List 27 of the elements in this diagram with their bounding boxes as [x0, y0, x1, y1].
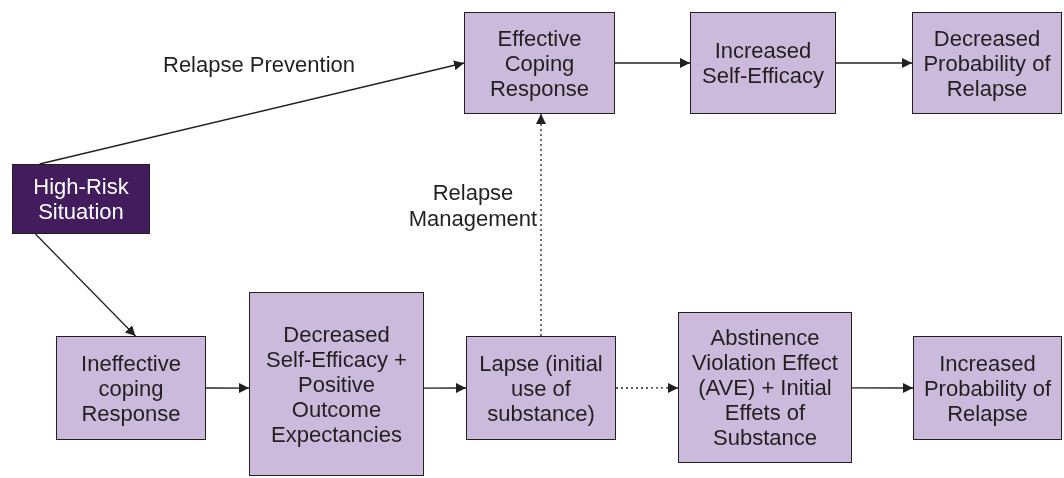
arrow	[38, 60, 465, 165]
process-box	[466, 336, 616, 440]
box-text: Effective Coping Response	[488, 25, 591, 101]
process-box	[678, 312, 852, 463]
arrow	[614, 58, 691, 68]
arrow	[205, 383, 250, 394]
process-box	[464, 12, 615, 114]
process-box	[690, 12, 836, 114]
box-text: Ineffective coping Response	[80, 350, 182, 426]
process-box	[913, 336, 1062, 440]
process-box	[912, 12, 1062, 114]
arrow	[615, 382, 679, 393]
box-text: High-Risk Situation	[32, 174, 130, 224]
process-box	[12, 164, 150, 234]
box-text: Decreased Self-Efficacy + Positive Outcome Expectancies	[266, 321, 407, 447]
box-text: Decreased Probability of Relapse	[922, 25, 1052, 101]
process-box	[56, 336, 206, 440]
arrow	[851, 383, 914, 393]
box-text: Increased Probability of Relapse	[922, 350, 1053, 426]
process-box	[249, 292, 424, 476]
box-text: Increased Self-Efficacy	[701, 38, 825, 88]
arrow	[34, 233, 137, 337]
box-text: Abstinence Violation Effect (AVE) + Initial Effets of Substance	[691, 325, 839, 450]
arrow	[536, 113, 546, 337]
arrow	[423, 383, 467, 393]
box-text: Lapse (initial use of substance)	[478, 350, 604, 426]
arrow	[835, 58, 913, 68]
